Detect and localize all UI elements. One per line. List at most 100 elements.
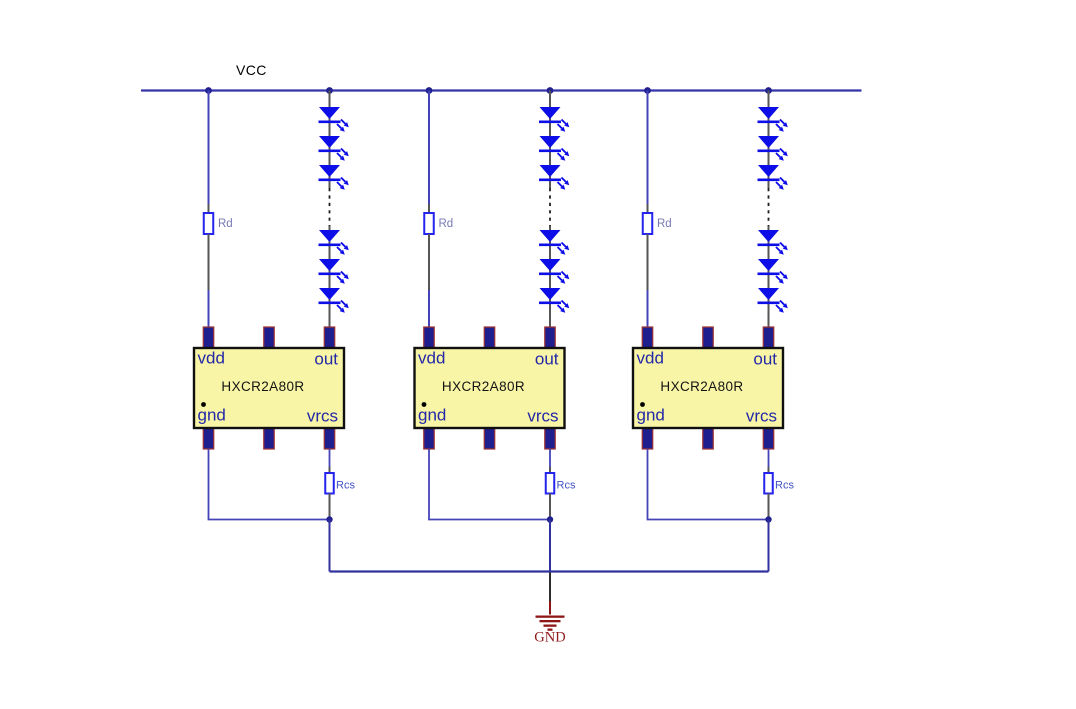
gnd-symbol-bar [543, 624, 557, 627]
led-4 [318, 230, 349, 255]
ic-pin-bottom [423, 427, 435, 450]
led-light-arrow-shaft [556, 181, 563, 188]
led-light-arrow-shaft [340, 147, 347, 154]
led-light-arrow-shaft [340, 299, 347, 306]
led-light-arrow-head [564, 274, 570, 280]
led-cathode-bar [757, 301, 780, 305]
led-cathode-bar [757, 243, 780, 247]
led-light-arrow-head [560, 184, 566, 190]
rcs-resistor-body [763, 472, 774, 495]
rd-resistor-label: Rd [657, 218, 672, 230]
led-anode-triangle [319, 107, 340, 119]
led-1 [757, 107, 788, 132]
led-light-arrow-shaft [775, 304, 782, 311]
led-1 [539, 107, 570, 132]
ic-pin-label-vrcs: vrcs [527, 407, 558, 426]
led-light-arrow-shaft [556, 275, 563, 282]
ic-pin-bottom [762, 427, 775, 450]
led-light-arrow-head [343, 303, 349, 309]
led-light-arrow-shaft [560, 270, 567, 277]
led-light-arrow-shaft [775, 152, 782, 159]
led-6 [757, 288, 788, 313]
led-light-arrow-shaft [560, 176, 567, 183]
led-anode-triangle [758, 259, 779, 271]
rd-resistor-body [641, 212, 654, 235]
led-light-arrow-head [560, 307, 566, 313]
led-light-arrow-head [564, 122, 570, 128]
led-light-arrow-head [564, 180, 570, 186]
ic-body [192, 346, 346, 430]
led-anode-triangle [319, 136, 340, 148]
led-light-arrow-head [778, 249, 784, 255]
led-cathode-bar [757, 149, 780, 153]
ic-pin-top [423, 326, 435, 349]
led-light-arrow-shaft [336, 181, 343, 188]
led-light-arrow-head [564, 245, 570, 251]
rd-resistor-label: Rd [439, 218, 454, 230]
led-anode-triangle [319, 259, 340, 271]
ic-part-number-label: HXCR2A80R [442, 379, 525, 394]
ic-pin-bottom [202, 427, 215, 450]
ic-pin-bottom [641, 427, 654, 450]
ic-pin-label-vdd: vdd [418, 349, 445, 368]
led-cathode-bar [539, 178, 561, 182]
led-light-arrow-shaft [556, 123, 563, 130]
ic-pin-top [702, 326, 714, 349]
led-anode-triangle [539, 230, 561, 242]
led-light-arrow-head [343, 274, 349, 280]
rd-resistor-label: Rd [218, 218, 233, 230]
led-4 [757, 230, 788, 255]
ic-pin-bottom [323, 427, 336, 450]
ic-body [413, 346, 566, 430]
led-light-arrow-head [339, 155, 345, 161]
led-anode-triangle [758, 136, 779, 148]
led-light-arrow-head [564, 151, 570, 157]
rcs-resistor-label: Rcs [336, 480, 355, 492]
led-5 [757, 259, 788, 284]
led-light-arrow-shaft [560, 241, 567, 248]
led-light-arrow-head [339, 126, 345, 132]
led-light-arrow-head [339, 307, 345, 313]
led-3 [318, 165, 349, 190]
ic-pin1-indicator-dot [640, 402, 645, 407]
ic-pin-top [323, 326, 336, 349]
led-light-arrow-head [339, 184, 345, 190]
ic-pin-label-vdd: vdd [198, 349, 225, 368]
ic-pin-label-vrcs: vrcs [307, 407, 338, 426]
led-cathode-bar [318, 301, 341, 305]
rd-resistor-body [423, 212, 435, 235]
led-light-arrow-shaft [556, 152, 563, 159]
led-anode-triangle [539, 136, 561, 148]
led-cathode-bar [539, 301, 561, 305]
led-cathode-bar [757, 120, 780, 124]
ic-pin1-indicator-dot [421, 402, 427, 407]
led-light-arrow-shaft [336, 304, 343, 311]
led-light-arrow-shaft [775, 246, 782, 253]
led-5 [539, 259, 570, 284]
led-light-arrow-shaft [775, 181, 782, 188]
led-light-arrow-shaft [779, 270, 786, 277]
led-light-arrow-shaft [336, 246, 343, 253]
led-light-arrow-shaft [340, 176, 347, 183]
led-light-arrow-head [778, 278, 784, 284]
led-light-arrow-head [778, 126, 784, 132]
rcs-resistor-body [324, 472, 335, 495]
led-1 [318, 107, 349, 132]
ic-pin-bottom [483, 427, 496, 450]
gnd-symbol-bar [547, 628, 553, 631]
led-light-arrow-head [782, 180, 788, 186]
ic-pin-label-vdd: vdd [637, 349, 664, 368]
led-cathode-bar [757, 178, 780, 182]
led-light-arrow-head [782, 122, 788, 128]
led-cathode-bar [318, 178, 341, 182]
ic-pin-label-vrcs: vrcs [746, 407, 777, 426]
led-light-arrow-shaft [779, 299, 786, 306]
led-cathode-bar [318, 243, 341, 247]
led-light-arrow-head [778, 184, 784, 190]
led-light-arrow-head [782, 151, 788, 157]
led-anode-triangle [319, 230, 340, 242]
led-light-arrow-head [560, 155, 566, 161]
